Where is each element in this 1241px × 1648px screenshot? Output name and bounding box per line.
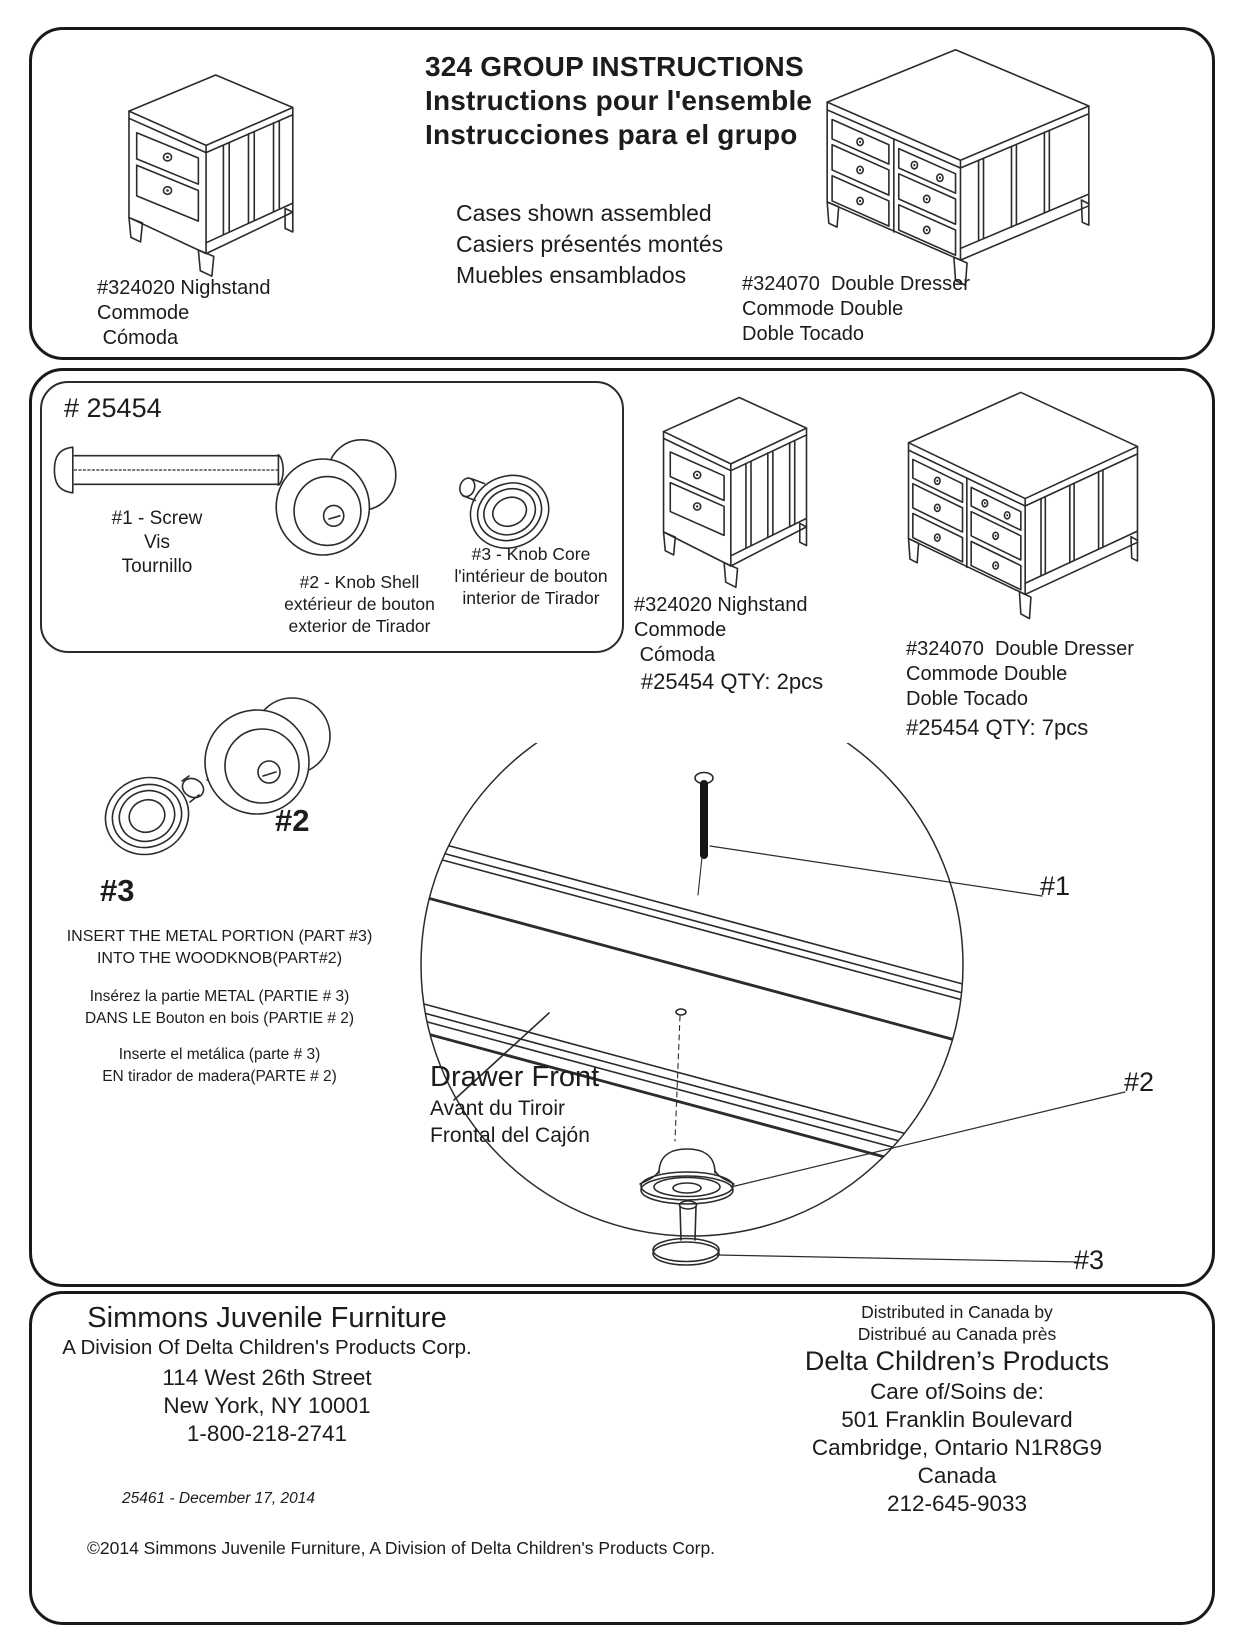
part-line: Tournillo	[121, 556, 193, 577]
caption-line: #324020 Nighstand	[634, 594, 808, 616]
instruction-en: INSERT THE METAL PORTION (PART #3) INTO …	[32, 926, 407, 970]
caption-line: Commode Double	[906, 663, 1068, 685]
parts-panel: # 25454 #1 - Screw Vis Tournillo #2 - Kn…	[29, 368, 1215, 1287]
drawer-front-line: Avant du Tiroir	[430, 1097, 566, 1120]
distributed-line: Distributed in Canada by	[861, 1302, 1053, 1322]
hardware-part-number: # 25454	[64, 393, 162, 423]
header-panel: 324 GROUP INSTRUCTIONS Instructions pour…	[29, 27, 1215, 360]
nightstand-qty: #25454 QTY: 2pcs	[640, 669, 824, 694]
part-line: extérieur de bouton	[284, 594, 435, 614]
caption-line: #324020 Nighstand	[97, 277, 271, 299]
knob-core-illustration	[456, 464, 559, 555]
caption-line: Cómoda	[634, 644, 716, 666]
instruction-es: Inserte el metálica (parte # 3) EN tirad…	[32, 1044, 407, 1088]
division-line: A Division Of Delta Children's Products …	[62, 1336, 472, 1359]
footer-panel: Simmons Juvenile Furniture A Division Of…	[29, 1291, 1215, 1625]
address-line: 501 Franklin Boulevard	[841, 1407, 1073, 1432]
caption-line: Doble Tocado	[906, 688, 1028, 710]
address-line: 212-645-9033	[886, 1491, 1028, 1516]
instruction-line: DANS LE Bouton en bois (PARTIE # 2)	[84, 1010, 355, 1027]
dresser-qty: #25454 QTY: 7pcs	[906, 715, 1089, 740]
knob-shell-caption: #2 - Knob Shell extérieur de bouton exte…	[267, 571, 452, 637]
drawer-front-line: Frontal del Cajón	[430, 1124, 590, 1147]
dresser-caption: #324070 Double Dresser Commode Double Do…	[742, 272, 970, 347]
title-line: Instrucciones para el grupo	[425, 119, 798, 150]
caption-line: Commode	[97, 302, 190, 324]
instruction-line: INSERT THE METAL PORTION (PART #3)	[66, 928, 373, 945]
shell-label: #2	[275, 803, 310, 838]
instruction-line: Inserte el metálica (parte # 3)	[118, 1046, 321, 1063]
caption-line: Doble Tocado	[742, 323, 864, 345]
address-line: Canada	[917, 1463, 997, 1488]
instruction-line: INTO THE WOODKNOB(PART#2)	[96, 950, 343, 967]
callout-3-label: #3	[1074, 1245, 1105, 1275]
page-title: 324 GROUP INSTRUCTIONS Instructions pour…	[425, 50, 812, 152]
distributed-line: Distribué au Canada près	[857, 1323, 1057, 1344]
doc-ref: 25461 - December 17, 2014	[122, 1490, 316, 1507]
title-line: 324 GROUP INSTRUCTIONS	[425, 51, 804, 82]
caption-line: Commode Double	[742, 298, 904, 320]
caption-line: Commode	[634, 619, 727, 641]
company-name-canada: Delta Children’s Products	[804, 1346, 1110, 1376]
nightstand-illustration	[128, 74, 294, 277]
part-line: exterior de Tirador	[288, 616, 431, 636]
title-line: Instructions pour l'ensemble	[425, 85, 813, 116]
company-name: Simmons Juvenile Furniture	[87, 1302, 447, 1334]
part-line: #2 - Knob Shell	[299, 572, 420, 592]
instruction-line: Insérez la partie METAL (PARTIE # 3)	[89, 988, 350, 1005]
part-line: interior de Tirador	[462, 588, 600, 608]
caption-line: #324070 Double Dresser	[906, 638, 1134, 660]
drawer-front-label: Drawer Front Avant du Tiroir Frontal del…	[430, 1059, 599, 1149]
address-line: New York, NY 10001	[163, 1393, 371, 1418]
copyright-line: ©2014 Simmons Juvenile Furniture, A Divi…	[87, 1538, 716, 1558]
part-line: #1 - Screw	[111, 508, 203, 529]
caption-line: #324070 Double Dresser	[742, 273, 970, 295]
knob-core-caption: #3 - Knob Core l'intérieur de bouton int…	[451, 543, 611, 609]
nightstand-caption: #324020 Nighstand Commode Cómoda	[634, 593, 807, 668]
address-line: 114 West 26th Street	[162, 1365, 372, 1390]
nightstand-caption: #324020 Nighstand Commode Cómoda	[97, 276, 270, 351]
address-line: Cambridge, Ontario N1R8G9	[811, 1435, 1103, 1460]
hardware-box: # 25454 #1 - Screw Vis Tournillo #2 - Kn…	[40, 381, 624, 653]
insert-instructions: INSERT THE METAL PORTION (PART #3) INTO …	[32, 926, 407, 1088]
assembly-diagram	[397, 743, 1177, 1271]
screw-caption: #1 - Screw Vis Tournillo	[62, 507, 252, 579]
part-line: l'intérieur de bouton	[454, 566, 608, 586]
note-line: Casiers présentés montés	[456, 231, 724, 257]
address-line: 1-800-218-2741	[186, 1421, 348, 1446]
screw-illustration	[53, 446, 284, 494]
part-line: #3 - Knob Core	[471, 544, 591, 564]
note-line: Muebles ensamblados	[456, 262, 687, 288]
part-line: Vis	[143, 532, 171, 553]
footer-canada-block: Distributed in Canada by Distribué au Ca…	[722, 1302, 1192, 1518]
assembled-note: Cases shown assembled Casiers présentés …	[456, 198, 723, 291]
knob-exploded-illustration	[87, 696, 342, 886]
core-label: #3	[100, 873, 135, 908]
note-line: Cases shown assembled	[456, 200, 712, 226]
instruction-fr: Insérez la partie METAL (PARTIE # 3) DAN…	[32, 986, 407, 1030]
care-of-line: Care of/Soins de:	[870, 1379, 1044, 1404]
footer-us-block: Simmons Juvenile Furniture A Division Of…	[42, 1302, 492, 1448]
drawer-front-line: Drawer Front	[430, 1061, 600, 1093]
dresser-illustration	[826, 48, 1090, 287]
nightstand-illustration	[662, 396, 808, 588]
dresser-illustration	[907, 391, 1139, 620]
callout-1-label: #1	[1040, 871, 1071, 901]
dresser-caption: #324070 Double Dresser Commode Double Do…	[906, 637, 1134, 712]
callout-2-label: #2	[1124, 1067, 1155, 1097]
caption-line: Cómoda	[97, 327, 179, 349]
instruction-line: EN tirador de madera(PARTE # 2)	[102, 1068, 337, 1085]
knob-shell-illustration	[275, 439, 397, 556]
